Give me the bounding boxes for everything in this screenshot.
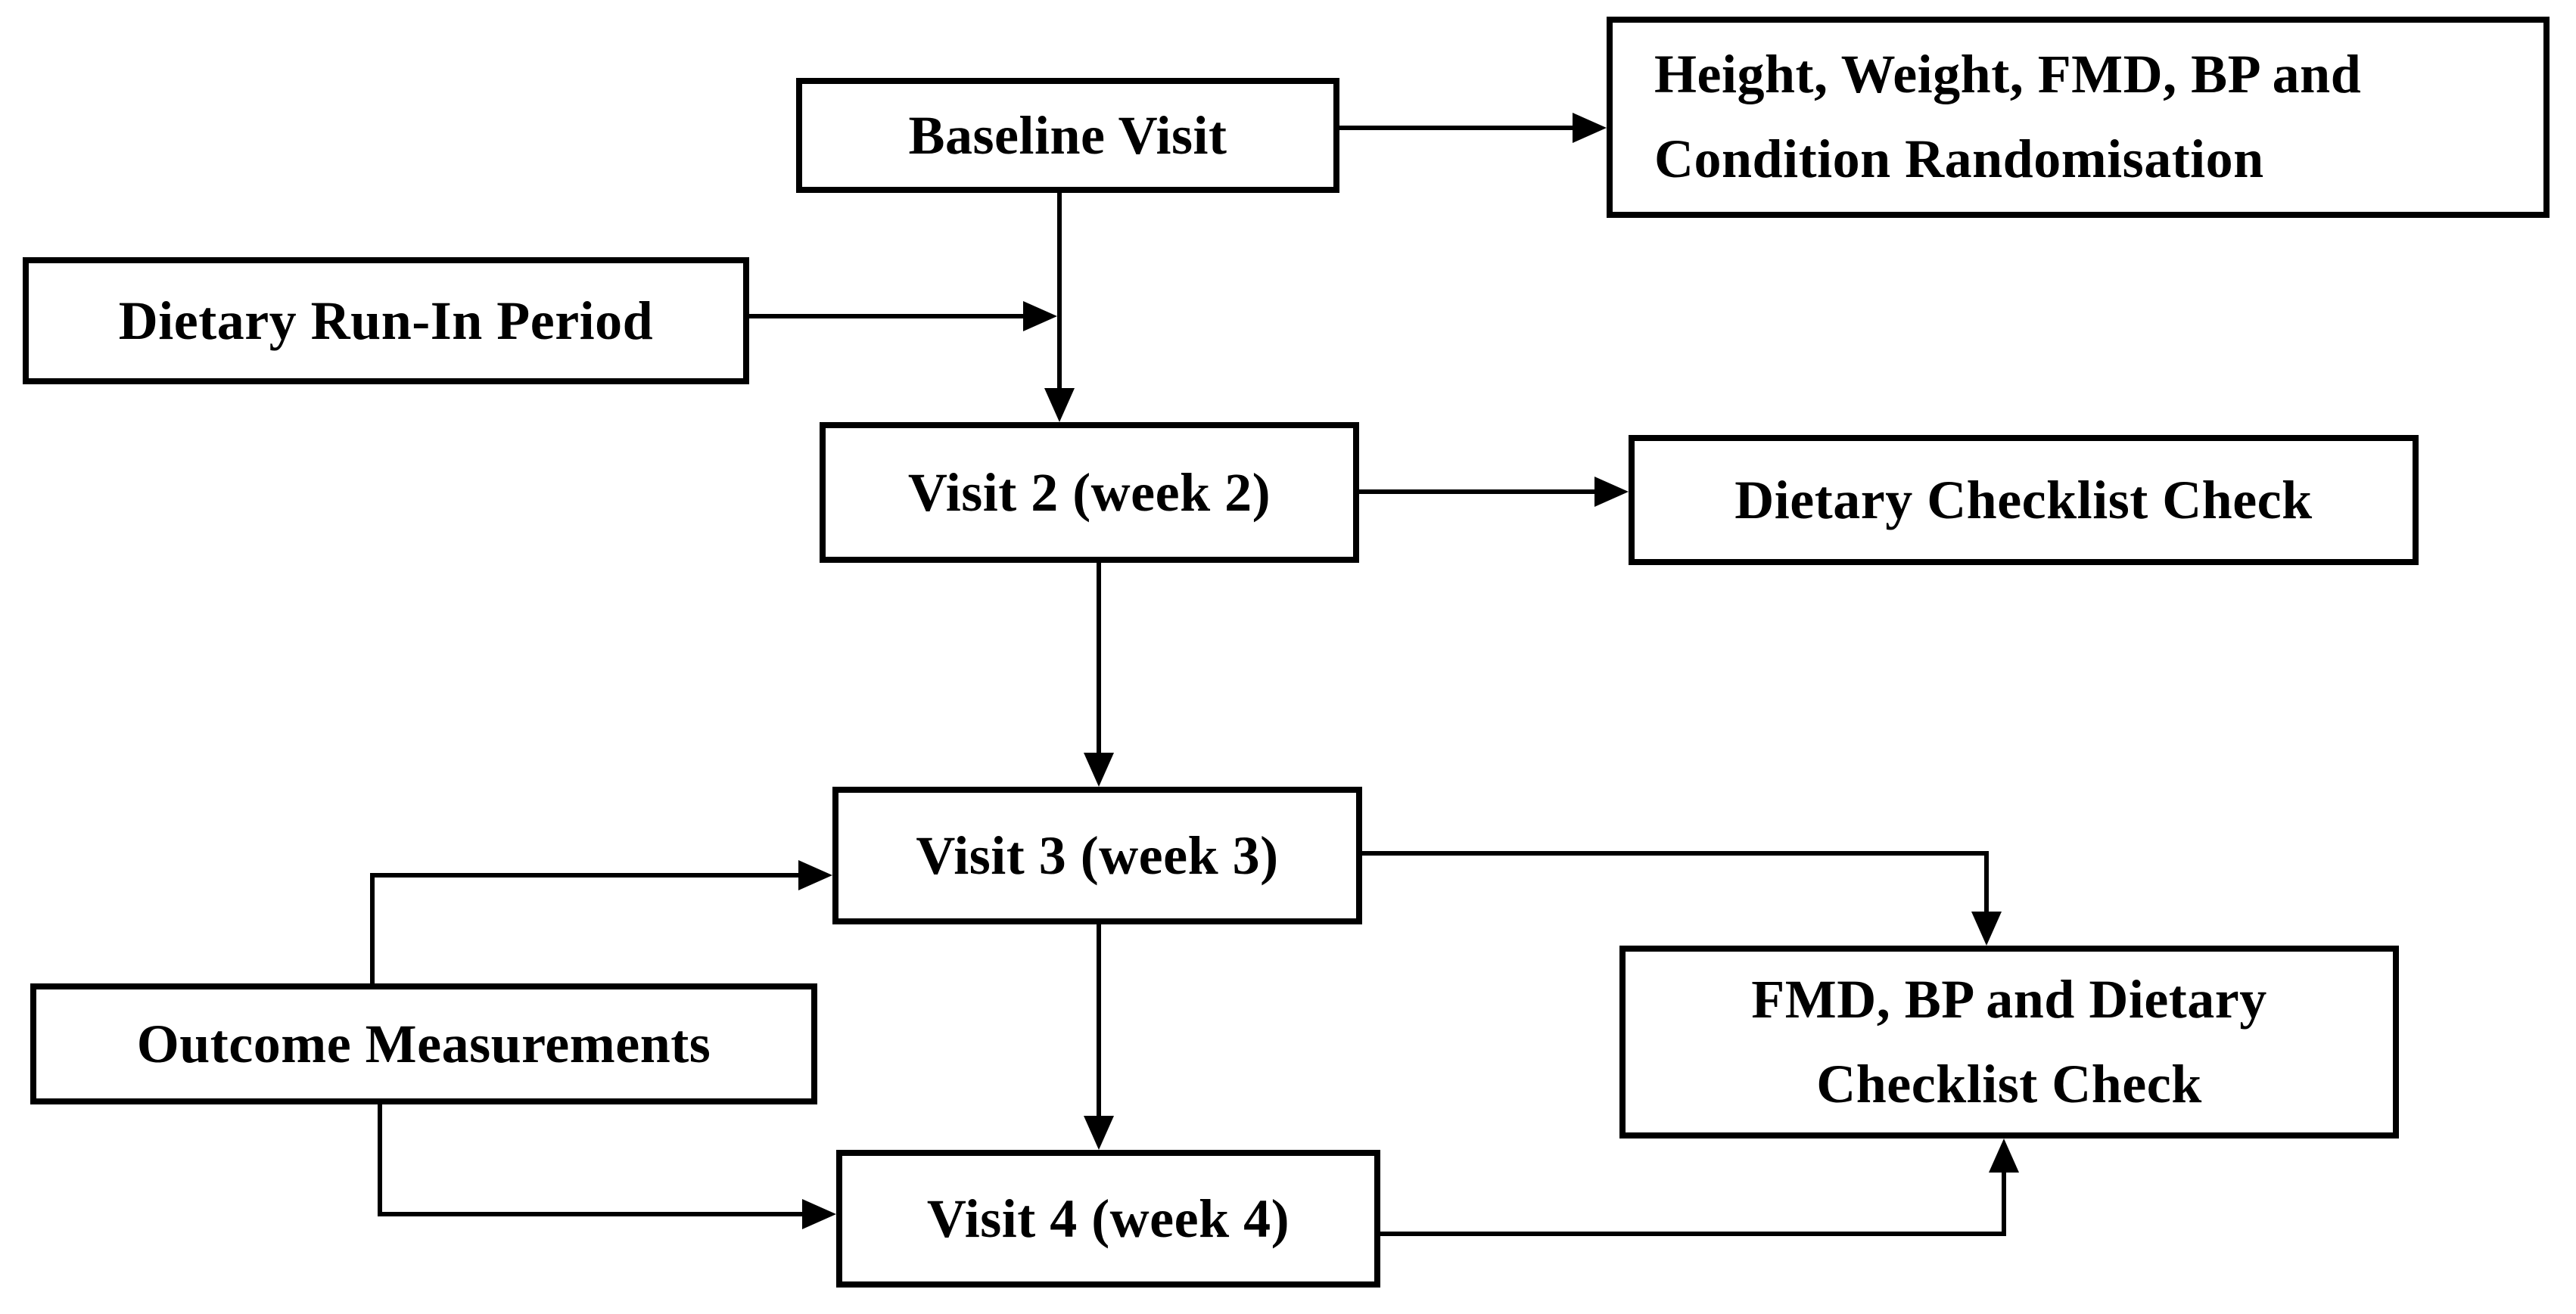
node-outcome-measurements: Outcome Measurements <box>30 983 817 1104</box>
arrow-visit4-to-fmd-vline <box>2002 1171 2006 1236</box>
arrow-visit3-to-visit4-line <box>1097 924 1101 1119</box>
node-dietary-checklist-check-label: Dietary Checklist Check <box>1734 470 2313 530</box>
arrow-outcome-to-visit4-head-icon <box>802 1199 836 1229</box>
node-fmd-checklist-check-line1: FMD, BP and Dietary <box>1751 968 2267 1030</box>
arrow-baseline-to-measurements-line <box>1339 126 1576 130</box>
arrow-visit3-to-visit4-head-icon <box>1084 1116 1114 1150</box>
node-visit-4-label: Visit 4 (week 4) <box>926 1188 1290 1249</box>
node-visit-2-label: Visit 2 (week 2) <box>907 462 1271 523</box>
arrow-visit4-to-fmd-head-icon <box>1989 1138 2019 1173</box>
arrow-outcome-to-visit3-vline <box>370 875 375 986</box>
node-visit-4: Visit 4 (week 4) <box>836 1150 1380 1288</box>
arrow-outcome-to-visit3-head-icon <box>798 860 832 890</box>
node-outcome-measurements-label: Outcome Measurements <box>136 1014 711 1074</box>
arrow-visit3-to-fmd-hline <box>1362 851 1989 856</box>
node-baseline-measurements: Height, Weight, FMD, BP and Condition Ra… <box>1607 17 2550 218</box>
node-visit-3: Visit 3 (week 3) <box>832 787 1362 924</box>
arrow-visit3-to-fmd-vline <box>1984 851 1989 914</box>
node-baseline-visit: Baseline Visit <box>796 78 1339 193</box>
arrow-outcome-to-visit4-hline <box>378 1212 805 1216</box>
node-dietary-run-in: Dietary Run-In Period <box>23 257 749 384</box>
arrow-visit2-to-checklist-head-icon <box>1594 477 1629 507</box>
node-baseline-measurements-line2: Condition Randomisation <box>1654 129 2264 189</box>
arrow-visit3-to-fmd-head-icon <box>1971 912 2002 946</box>
arrow-outcome-to-visit3-hline <box>370 873 801 878</box>
arrow-baseline-to-measurements-head-icon <box>1573 113 1607 143</box>
arrow-visit2-to-visit3-head-icon <box>1084 753 1114 787</box>
node-dietary-checklist-check: Dietary Checklist Check <box>1629 435 2419 565</box>
arrow-run-in-to-visit2-line <box>749 314 1025 318</box>
node-fmd-checklist-check: FMD, BP and Dietary Checklist Check <box>1619 946 2399 1138</box>
node-visit-2: Visit 2 (week 2) <box>820 422 1359 563</box>
arrow-visit2-to-checklist-line <box>1359 489 1598 494</box>
arrow-baseline-to-visit2-head-icon <box>1044 388 1075 422</box>
arrow-run-in-to-visit2-head-icon <box>1023 301 1057 331</box>
arrow-visit4-to-fmd-hline <box>1380 1232 2006 1236</box>
node-baseline-visit-label: Baseline Visit <box>908 105 1227 166</box>
arrow-outcome-to-visit4-vline <box>378 1103 382 1216</box>
node-fmd-checklist-check-line2: Checklist Check <box>1816 1053 2202 1114</box>
arrow-baseline-to-visit2-line <box>1057 193 1062 391</box>
node-visit-3-label: Visit 3 (week 3) <box>916 825 1279 886</box>
arrow-visit2-to-visit3-line <box>1097 563 1101 756</box>
node-baseline-measurements-line1: Height, Weight, FMD, BP and <box>1654 44 2362 105</box>
node-dietary-run-in-label: Dietary Run-In Period <box>118 290 654 351</box>
